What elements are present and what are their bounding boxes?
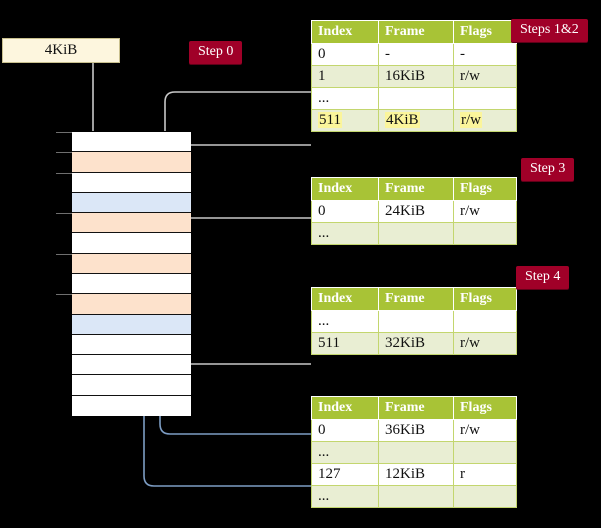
cell-flags: r/w [453,200,517,223]
cell-index: 1 [311,65,379,88]
column-header-index: Index [311,396,379,420]
cell-flags [453,441,517,464]
cell-index: 127 [311,463,379,486]
cell-frame: - [378,43,454,66]
cell-index: 511 [311,332,379,355]
cell-frame: 12KiB [378,463,454,486]
cell-index: 0 [311,43,379,66]
memory-frame-row [72,355,191,376]
frame-tick-mark [56,152,72,154]
column-header-flags: Flags [453,287,517,311]
table-row: ... [311,485,517,508]
badge-step-4: Step 4 [516,266,570,289]
table-row: 0-- [311,43,517,66]
cell-flags: r/w [453,65,517,88]
wire-step3 [176,217,311,234]
column-header-flags: Flags [453,177,517,201]
badge-steps-1-2: Steps 1&2 [511,19,588,42]
column-header-index: Index [311,177,379,201]
cell-flags [453,87,517,110]
table-row: ... [311,87,517,110]
column-header-frame: Frame [378,177,454,201]
source-page-box: 4KiB [2,38,120,63]
frame-tick-mark [56,132,72,133]
cell-frame [378,485,454,508]
cell-index: ... [311,222,379,245]
cell-frame: 16KiB [378,65,454,88]
cell-flags: r/w [453,332,517,355]
cell-index: ... [311,441,379,464]
badge-step-0: Step 0 [189,41,243,64]
memory-frame-row [72,375,191,396]
cell-flags: - [453,43,517,66]
column-header-frame: Frame [378,396,454,420]
cell-frame: 32KiB [378,332,454,355]
cell-index: 511 [311,109,379,132]
cell-index: ... [311,310,379,333]
frame-tick-mark [56,213,72,215]
cell-index: ... [311,87,379,110]
column-header-frame: Frame [378,20,454,44]
cell-frame: 24KiB [378,200,454,223]
memory-frame-row [56,132,191,153]
memory-frame-row [72,192,191,214]
cell-flags [453,222,517,245]
memory-frame-row [56,152,191,173]
memory-frame-row [72,233,191,254]
memory-frame-row [72,395,191,416]
memory-frame-row [72,314,191,335]
table-row: ... [311,441,517,464]
cell-flags: r/w [453,419,517,442]
column-header-index: Index [311,20,379,44]
column-header-frame: Frame [378,287,454,311]
cell-frame [378,222,454,245]
cell-frame: 36KiB [378,419,454,442]
cell-flags: r/w [453,109,517,132]
cell-flags [453,485,517,508]
cell-flags [453,310,517,333]
frame-tick-mark [56,294,72,296]
frame-tick-mark [56,253,72,255]
cell-index: 0 [311,419,379,442]
memory-frame-row [56,253,191,274]
cell-frame [378,87,454,110]
memory-frame-row [56,172,191,193]
cell-frame [378,441,454,464]
badge-step-3: Step 3 [521,158,575,181]
table-row: ... [311,310,517,333]
wire-step4 [170,308,311,365]
table-row: ... [311,222,517,245]
memory-frame-row [56,213,191,234]
frame-tick-mark [56,172,72,174]
cell-frame: 4KiB [378,109,454,132]
column-header-flags: Flags [453,20,517,44]
source-page-label: 4KiB [44,42,78,58]
cell-index: ... [311,485,379,508]
physical-memory-column [56,131,191,416]
cell-index: 0 [311,200,379,223]
cell-flags: r [453,463,517,486]
cell-frame [378,310,454,333]
column-header-flags: Flags [453,396,517,420]
column-header-index: Index [311,287,379,311]
memory-frame-row [72,273,191,295]
memory-frame-row [72,334,191,356]
memory-frame-row [56,294,191,315]
